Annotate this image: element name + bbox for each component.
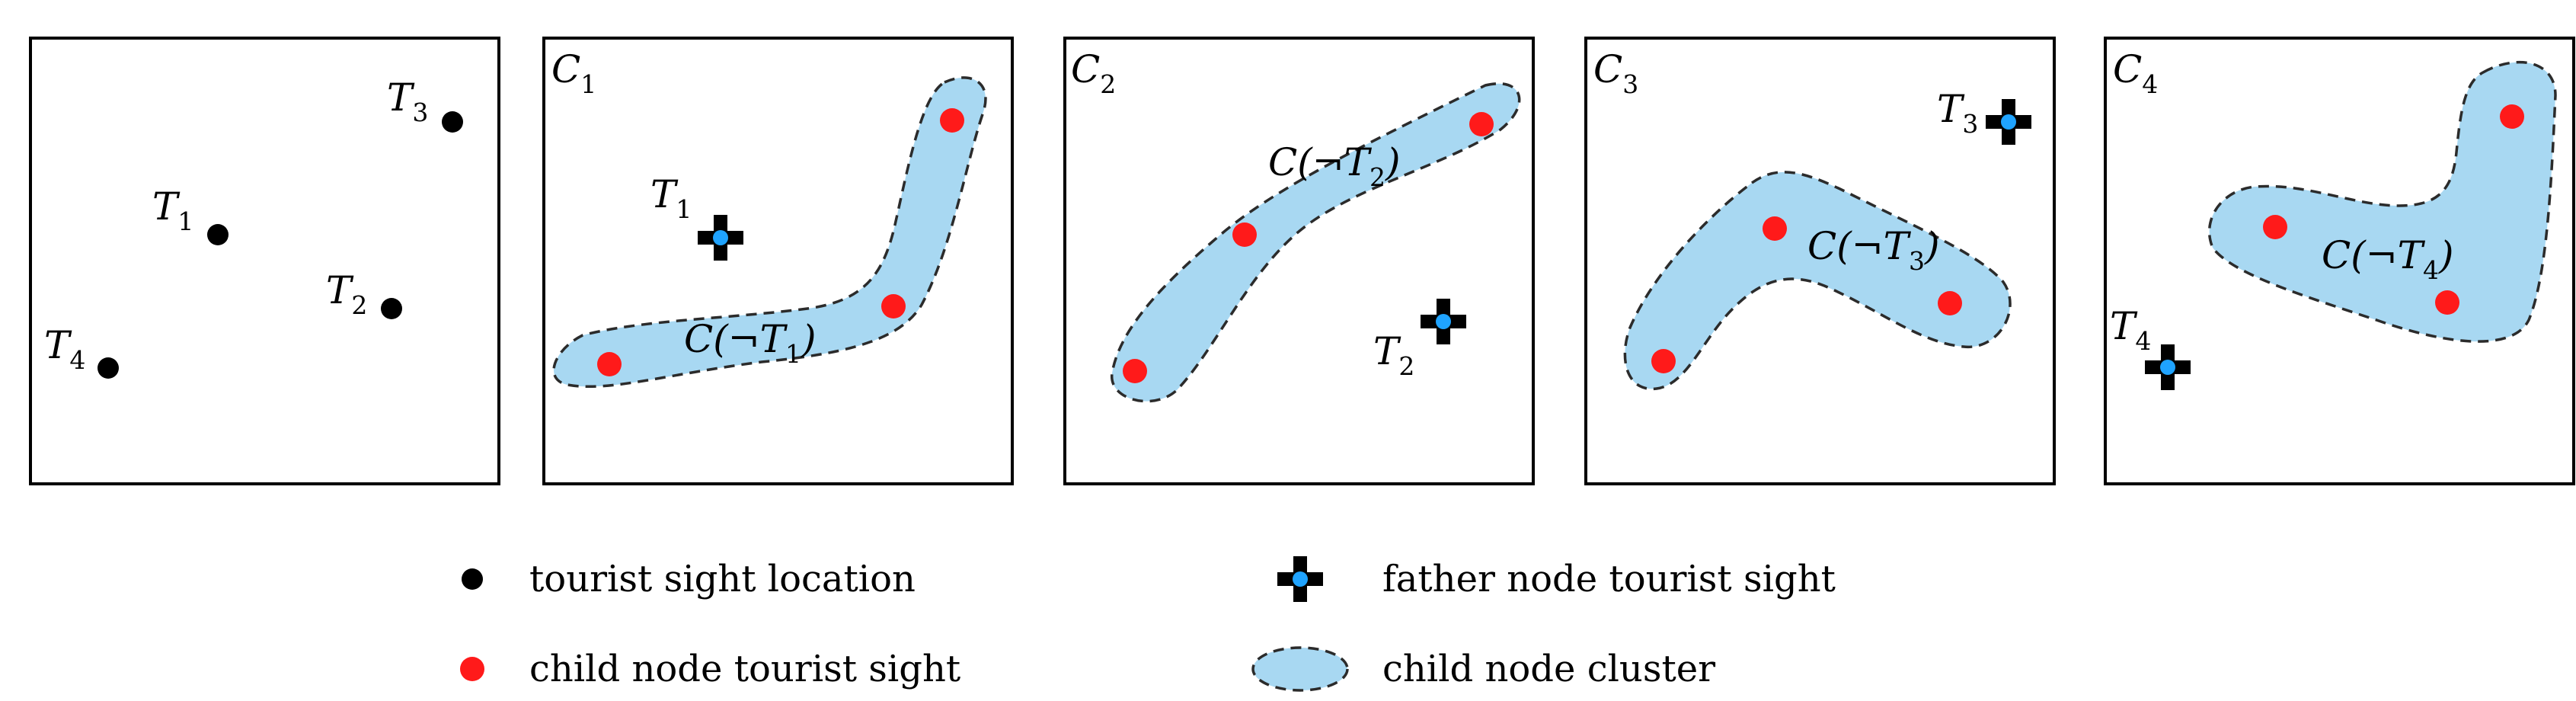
child-point (940, 108, 964, 133)
child-point (1123, 359, 1147, 383)
sight-point-t1 (207, 224, 229, 245)
child-point (881, 294, 906, 318)
child-point (1938, 291, 1962, 315)
legend: tourist sight location child node touris… (460, 556, 1836, 692)
cluster-label: C(¬T3) (1807, 224, 1940, 276)
child-point (1469, 112, 1494, 136)
sight-label-t3: T3 (387, 75, 428, 127)
panel-sights: T3 T1 T2 T4 (29, 37, 500, 485)
legend-item-child: child node tourist sight (460, 648, 960, 690)
legend-label-cluster: child node cluster (1382, 648, 1715, 690)
panel-frame (29, 37, 500, 485)
panel-label: C4 (2113, 47, 2158, 99)
panel-label: C3 (1593, 47, 1638, 99)
legend-item-cluster: child node cluster (1251, 646, 1715, 692)
father-label: T4 (2110, 304, 2151, 356)
sight-point-t2 (381, 298, 402, 319)
father-node-icon (1277, 556, 1323, 602)
child-point (2435, 290, 2459, 315)
child-node-cluster (1623, 171, 2012, 390)
panel-c2: C2 T2 C(¬T2) (1063, 37, 1535, 485)
cluster-label: C(¬T1) (684, 317, 817, 369)
father-label: T2 (1373, 329, 1414, 381)
father-label: T1 (650, 172, 692, 224)
sight-label-t4: T4 (44, 323, 85, 375)
legend-label-child: child node tourist sight (529, 648, 960, 690)
father-node-marker (2145, 344, 2191, 390)
sight-point-t4 (97, 357, 119, 379)
child-point (1232, 222, 1257, 247)
legend-label-father: father node tourist sight (1382, 558, 1836, 600)
panel-label: C2 (1071, 47, 1116, 99)
legend-label-sight: tourist sight location (529, 558, 916, 600)
panel-c3: C3 T3 C(¬T3) (1584, 37, 2056, 485)
cluster-label: C(¬T2) (1268, 140, 1401, 192)
child-point-icon (460, 657, 484, 681)
child-node-cluster (1111, 82, 1521, 403)
father-node-marker (1421, 299, 1466, 344)
panel-label: C1 (551, 47, 596, 99)
sight-label-t2: T2 (326, 268, 367, 320)
panel-c1: C1 T1 C(¬T1) (542, 37, 1014, 485)
father-label: T3 (1937, 87, 1978, 139)
legend-item-father: father node tourist sight (1277, 556, 1836, 602)
child-point (2500, 104, 2524, 129)
cluster-icon (1251, 646, 1349, 692)
child-node-cluster (552, 76, 987, 389)
child-point (2263, 215, 2287, 239)
panel-c4: C4 T4 C(¬T4) (2104, 37, 2575, 485)
legend-item-sight: tourist sight location (462, 558, 916, 600)
sight-point-t3 (442, 111, 463, 133)
child-node-cluster (2207, 60, 2557, 343)
sight-label-t1: T1 (152, 184, 193, 236)
child-point (597, 352, 622, 376)
sight-point-icon (462, 568, 483, 590)
father-node-marker (698, 215, 743, 261)
cluster-label: C(¬T4) (2322, 233, 2454, 285)
father-node-marker (1986, 99, 2031, 145)
child-point (1651, 349, 1676, 373)
child-point (1763, 216, 1787, 241)
